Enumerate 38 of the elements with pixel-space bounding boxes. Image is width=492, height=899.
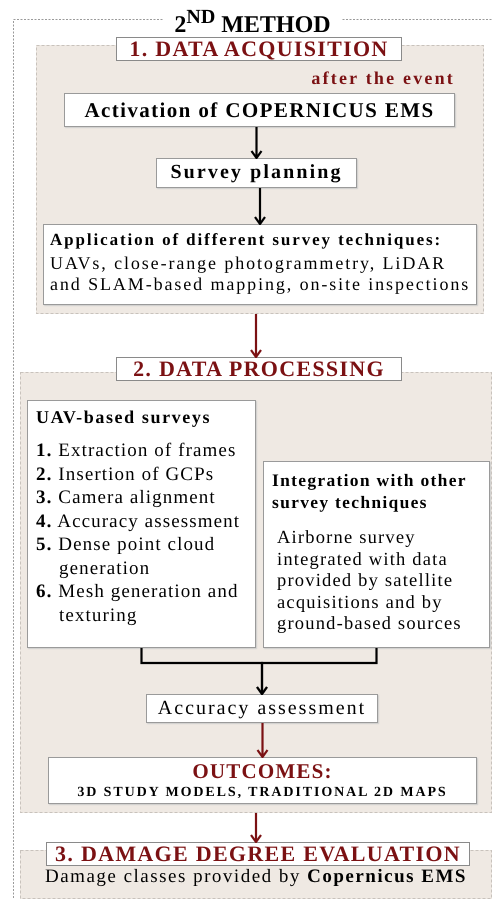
timing-note: after the event	[311, 68, 455, 89]
step-label: Accuracy assessment	[156, 697, 368, 720]
process-box	[263, 461, 490, 648]
process-box	[156, 158, 357, 188]
section-panel	[36, 37, 484, 314]
section-panel	[20, 842, 492, 899]
arrow	[250, 813, 262, 844]
process-box	[146, 694, 378, 723]
step-label: Survey planning	[169, 161, 344, 184]
section-heading: 1. DATA ACQUISITION	[116, 37, 402, 61]
outcome-description: 3D STUDY MODELS, TRADITIONAL 2D MAPS	[76, 785, 449, 802]
arrow	[256, 723, 269, 758]
arrow	[254, 188, 266, 226]
section-heading: 3. DAMAGE DEGREE EVALUATION	[46, 842, 470, 866]
step-heading: UAV-based surveys	[36, 407, 212, 428]
outcome-heading: OUTCOMES:	[191, 759, 334, 784]
step-heading: Application of different survey techniques:	[50, 230, 444, 250]
list-item: 5. Dense point cloud generation	[36, 533, 216, 580]
list-item: 4. Accuracy assessment	[36, 510, 242, 533]
arrow	[250, 127, 263, 160]
process-box	[43, 224, 477, 305]
list-item: 6. Mesh generation and texturing	[36, 580, 240, 627]
list-item: 3. Camera alignment	[36, 486, 217, 510]
step-heading: Integration with other survey techniques	[272, 469, 468, 513]
section-heading: 2. DATA PROCESSING	[116, 357, 402, 381]
section-panel	[20, 357, 492, 813]
frame-label: 2$^{ND}$ METHOD	[173, 6, 332, 40]
process-box	[27, 400, 256, 648]
process-box	[64, 93, 455, 127]
step-description: Airborne survey integrated with data provided by satellite acquisitions and by ground-based sources	[277, 528, 463, 636]
section-description: Damage classes provided by Copernicus EMS	[44, 866, 468, 888]
step-label: Activation of COPERNICUS EMS	[83, 98, 436, 122]
list-item: 1. Extraction of frames	[36, 439, 238, 462]
arrow	[256, 648, 378, 696]
step-description: UAVs, close-range photogrammetry, LiDAR and SLAM-based mapping, on-site inspections	[50, 253, 472, 295]
list-item: 2. Insertion of GCPs	[36, 462, 216, 486]
arrow	[250, 314, 262, 358]
process-box	[48, 757, 477, 804]
